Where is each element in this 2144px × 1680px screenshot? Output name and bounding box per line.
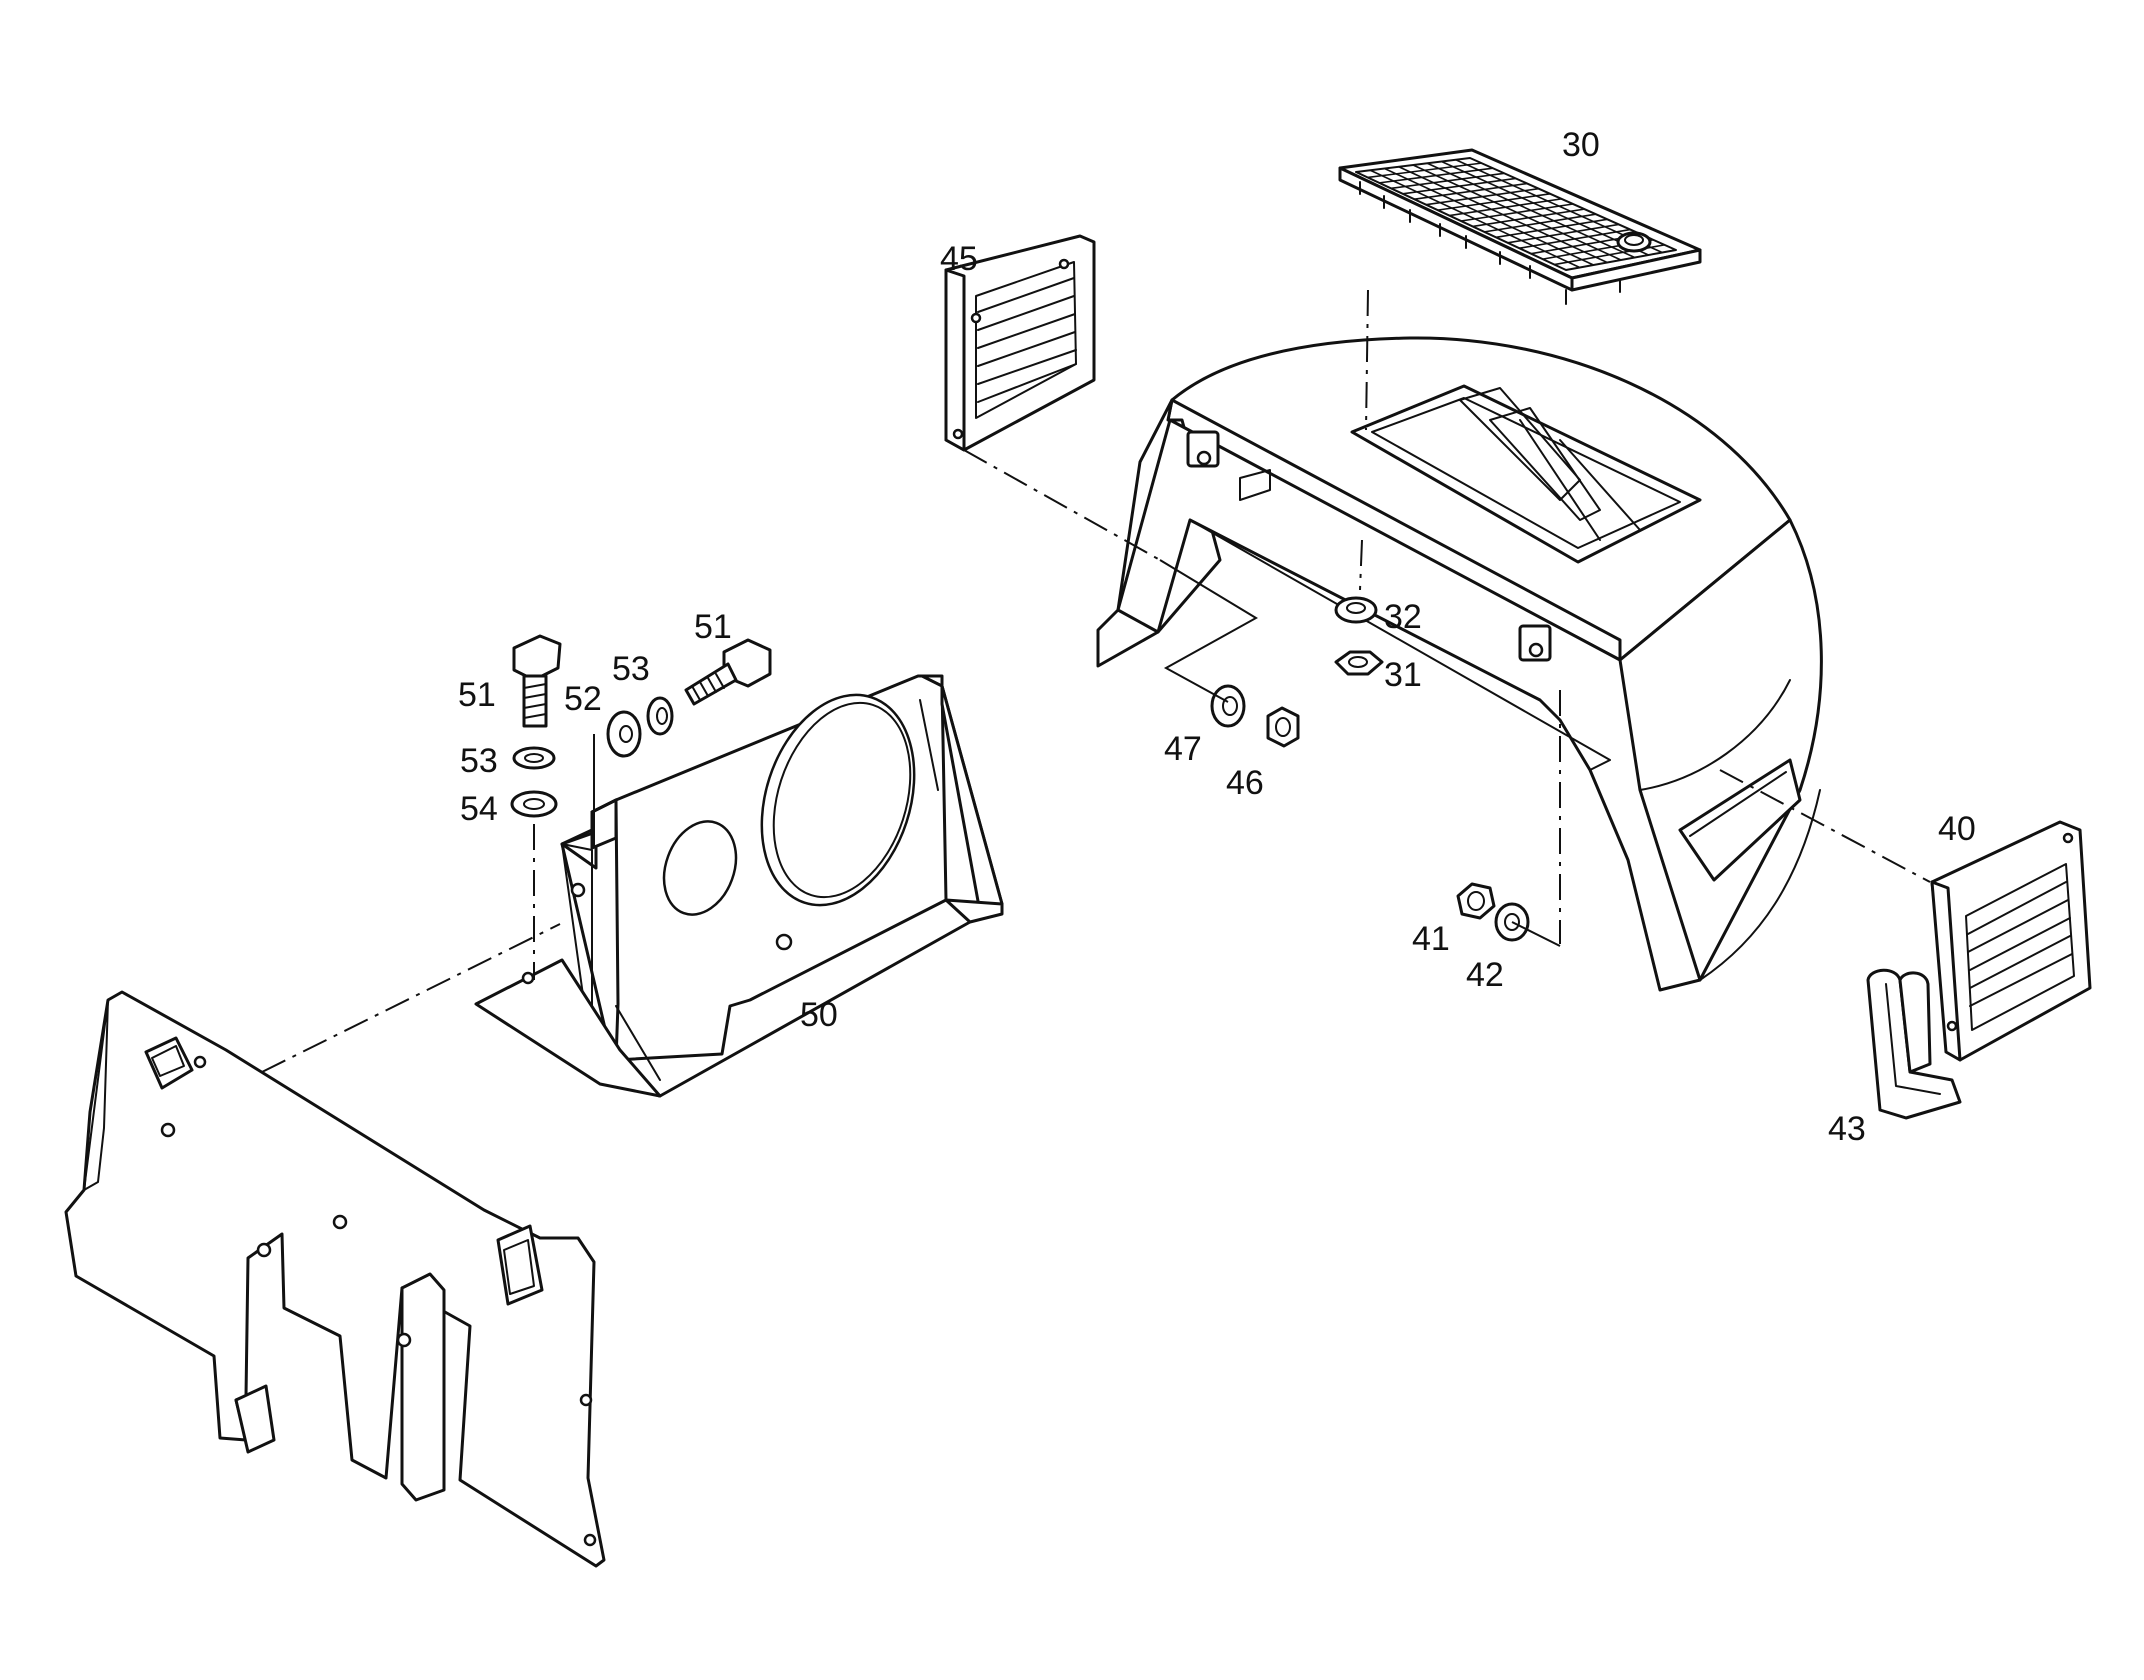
callout-51-left: 51 xyxy=(458,676,496,714)
grille-part-30 xyxy=(1338,148,1702,305)
callout-32: 32 xyxy=(1384,598,1422,636)
callout-41: 41 xyxy=(1412,920,1450,958)
washer-part-52 xyxy=(606,710,642,758)
callout-47: 47 xyxy=(1164,730,1202,768)
callout-43: 43 xyxy=(1828,1110,1866,1148)
nut-part-31 xyxy=(1334,650,1384,676)
callout-50: 50 xyxy=(800,996,838,1034)
callout-40: 40 xyxy=(1938,810,1976,848)
washer-part-53-angled xyxy=(646,696,674,736)
callout-labels: 30 45 32 31 47 46 40 41 42 43 50 51 51 5… xyxy=(458,126,1976,1148)
bolt-part-51-vertical xyxy=(512,634,562,728)
bolt-part-51-angled xyxy=(684,638,772,706)
housing-part-50 xyxy=(474,674,1004,1098)
washer-part-54 xyxy=(510,790,558,818)
washer-part-47 xyxy=(1210,684,1246,728)
side-panel xyxy=(64,990,606,1568)
hood-body xyxy=(1096,336,1823,992)
callout-30: 30 xyxy=(1562,126,1600,164)
callout-51-right: 51 xyxy=(694,608,732,646)
assembly-lines xyxy=(261,289,1931,1073)
fasteners xyxy=(510,596,1530,942)
vent-grille-part-45 xyxy=(944,234,1096,452)
callout-46: 46 xyxy=(1226,764,1264,802)
washer-part-53-vertical xyxy=(512,746,556,770)
callout-54: 54 xyxy=(460,790,498,828)
callout-42: 42 xyxy=(1466,956,1504,994)
seal-part-43 xyxy=(1866,968,1962,1120)
callout-52: 52 xyxy=(564,680,602,718)
callout-45: 45 xyxy=(940,240,978,278)
callout-31: 31 xyxy=(1384,656,1422,694)
nut-part-46 xyxy=(1266,706,1300,748)
callout-53-left: 53 xyxy=(460,742,498,780)
washer-part-32 xyxy=(1334,596,1378,624)
vent-grille-part-40 xyxy=(1930,820,2092,1062)
callout-53-top: 53 xyxy=(612,650,650,688)
nut-part-41 xyxy=(1456,882,1496,920)
